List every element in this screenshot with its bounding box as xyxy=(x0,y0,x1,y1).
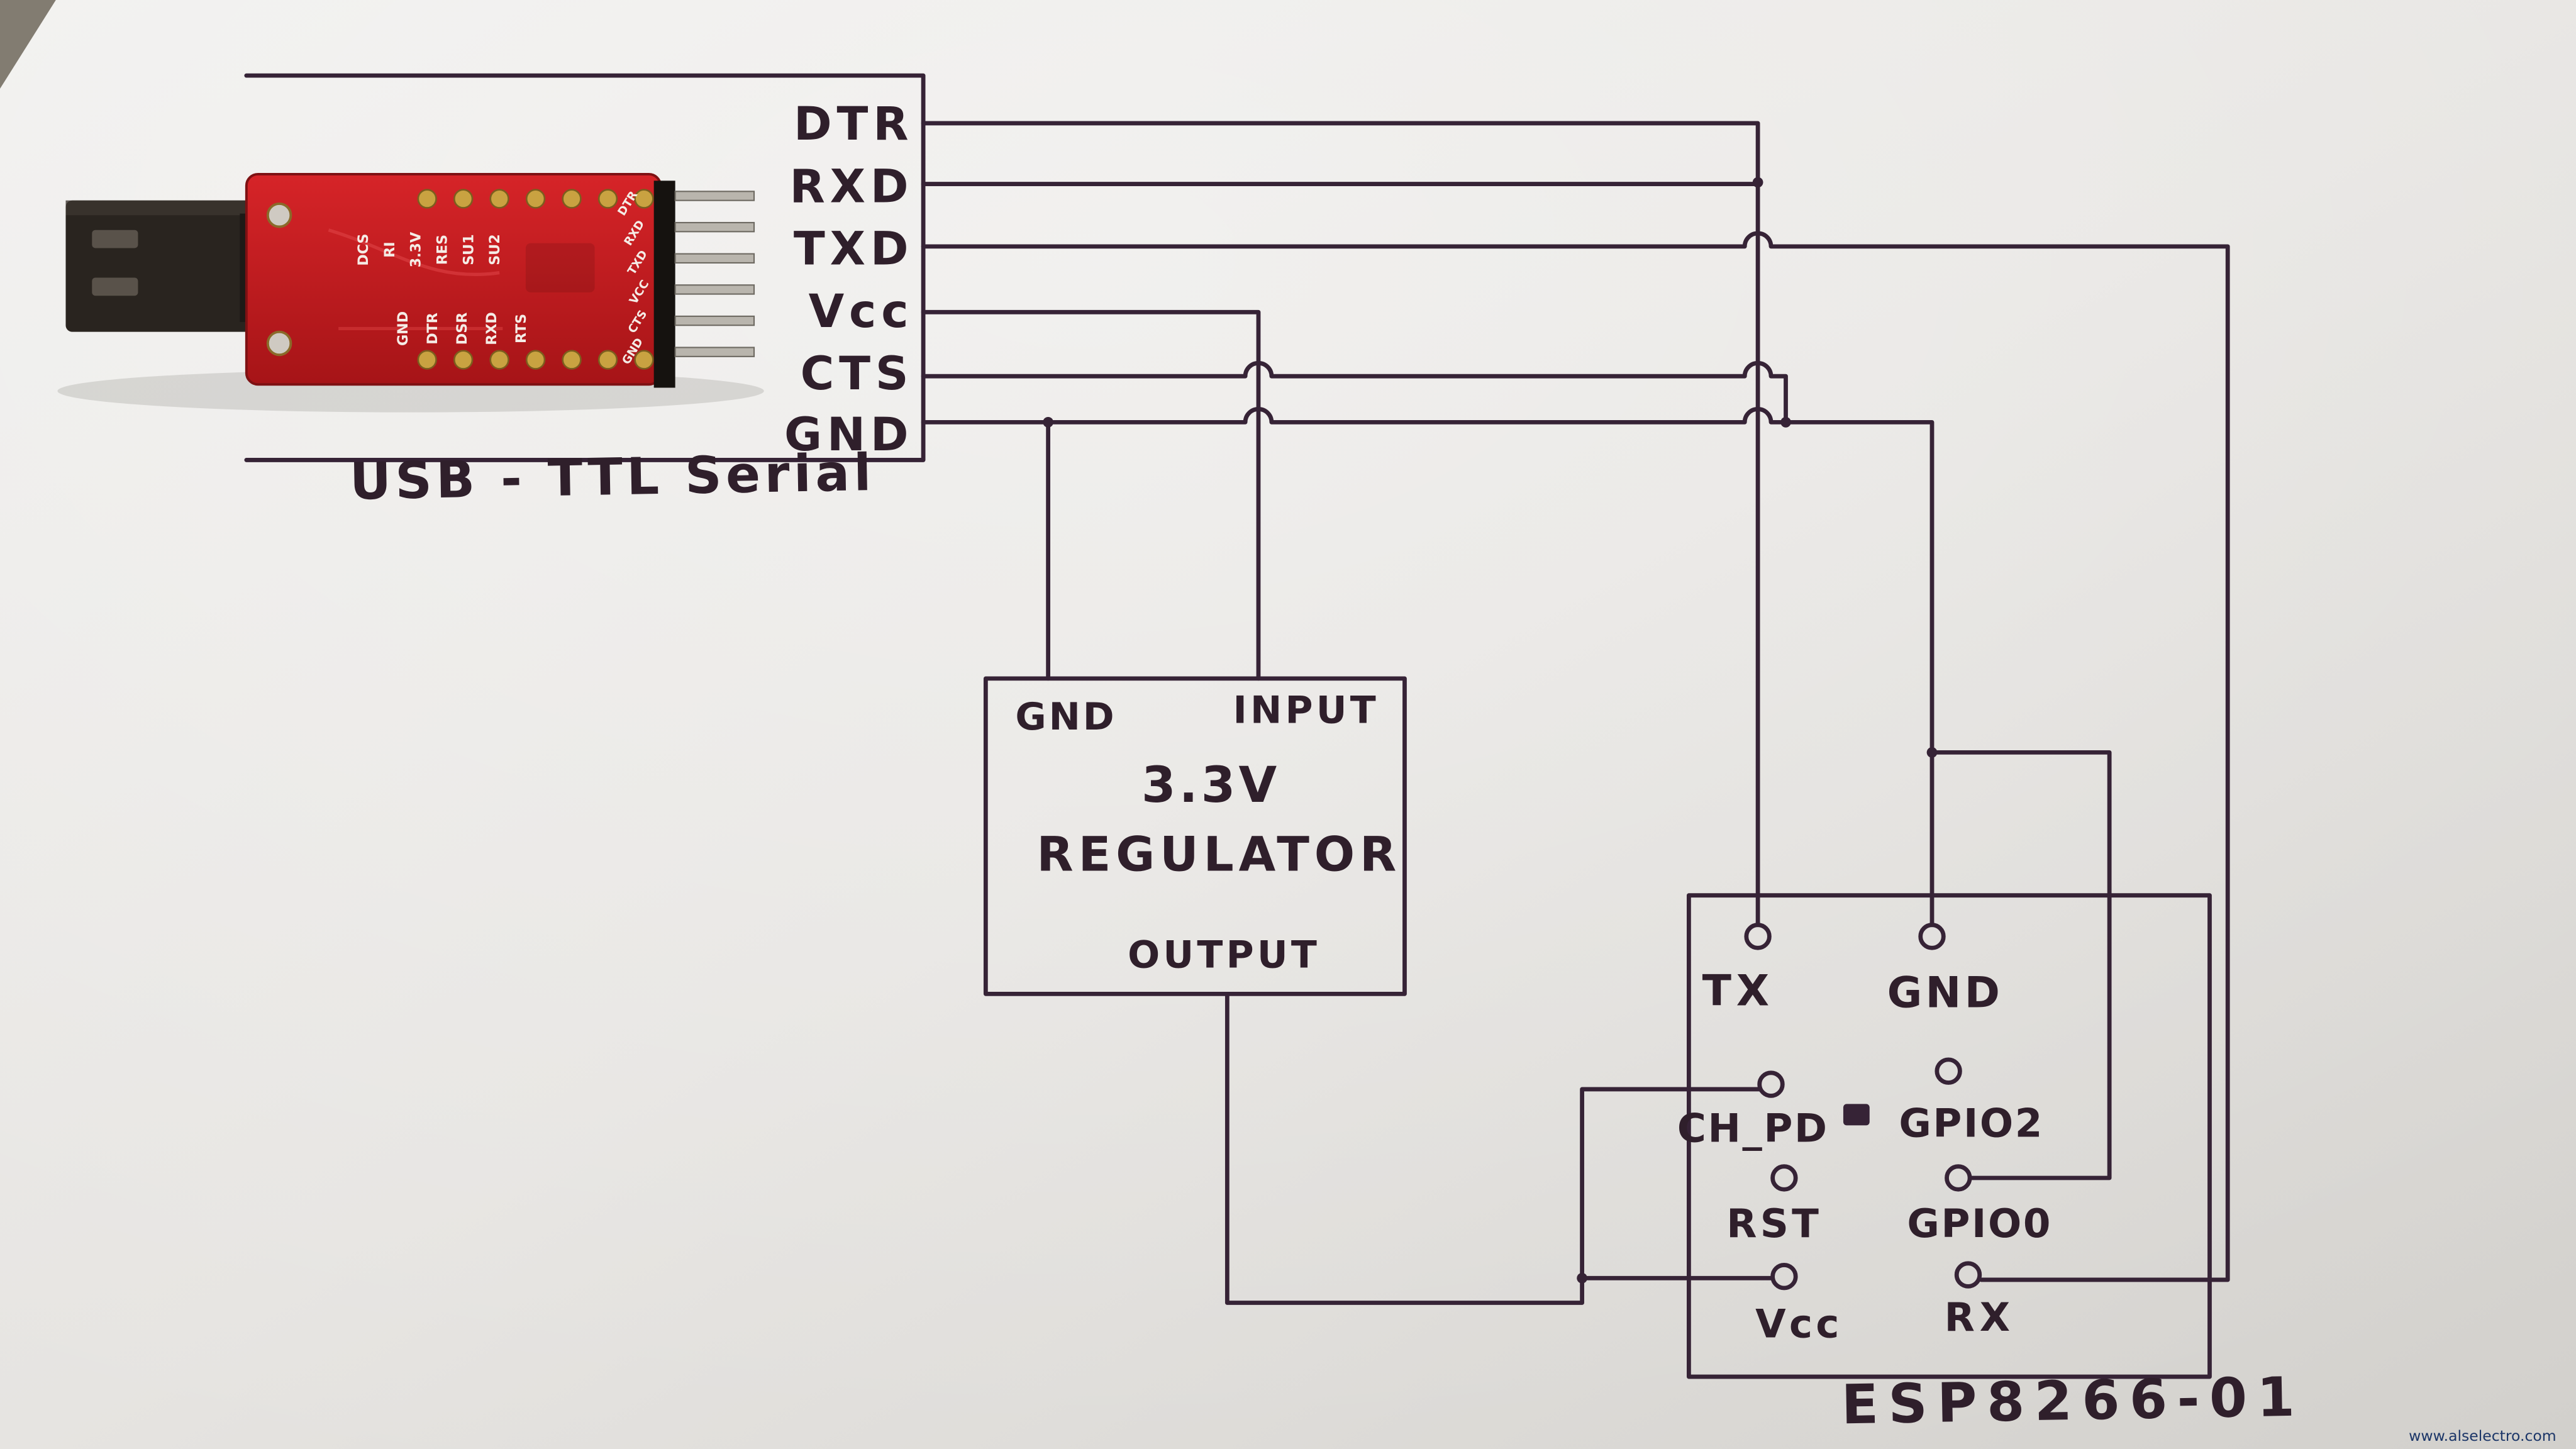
silkscreen-label: DSR xyxy=(454,313,470,345)
junction-dot xyxy=(1577,1272,1587,1284)
usb-ttl-module: DCS RI 3.3V RES SU1 SU2 GND DTR DSR RXD … xyxy=(57,172,764,413)
esp-chpd-pin xyxy=(1757,1070,1785,1098)
esp8266-caption: ESP8266-01 xyxy=(1841,1366,2305,1437)
wiring xyxy=(244,73,2230,1305)
esp-tx-pin xyxy=(1744,923,1772,950)
junction-dot xyxy=(1752,177,1763,188)
solder-pad xyxy=(489,189,509,209)
esp-gpio2-pin xyxy=(1935,1057,1962,1085)
usb-plug xyxy=(65,200,253,332)
silkscreen-label: RTS xyxy=(513,314,530,343)
esp-vcc-label: Vcc xyxy=(1755,1301,1843,1346)
regulator-input-label: INPUT xyxy=(1233,688,1379,732)
esp-chpd-label: CH_PD xyxy=(1677,1106,1829,1152)
esp-gnd-label: GND xyxy=(1887,968,2004,1018)
photo-corner-shadow xyxy=(0,0,56,89)
pad-row-bottom xyxy=(417,350,654,370)
esp-rst-label: RST xyxy=(1726,1201,1822,1246)
esp-vcc-pin xyxy=(1770,1263,1798,1291)
pcb-component xyxy=(525,243,595,292)
ink-blob xyxy=(1843,1104,1870,1126)
pin-label-gnd: GND xyxy=(784,408,913,462)
junction-dot xyxy=(1043,416,1053,428)
header-pin xyxy=(674,315,755,326)
solder-pad xyxy=(525,350,546,370)
usb-ttl-pin-labels: DTR RXD TXD Vcc CTS GND USB - TTL Serial xyxy=(349,97,914,512)
pin-label-txd: TXD xyxy=(794,223,913,276)
esp8266-block: TX GND CH_PD GPIO2 RST GPIO0 Vcc RX ESP8… xyxy=(1677,893,2305,1437)
esp-tx-label: TX xyxy=(1702,967,1774,1016)
solder-pad xyxy=(562,189,582,209)
silkscreen-label: RXD xyxy=(484,312,500,345)
header-pin xyxy=(674,191,755,201)
solder-pad xyxy=(453,350,474,370)
usb-ttl-caption: USB - TTL Serial xyxy=(349,443,875,512)
solder-pad xyxy=(266,202,292,228)
solder-pad xyxy=(453,189,474,209)
pin-label-vcc: Vcc xyxy=(809,285,914,338)
silkscreen-label: GND xyxy=(395,311,411,346)
solder-pad xyxy=(525,189,546,209)
solder-pad xyxy=(562,350,582,370)
silkscreen-label: SU2 xyxy=(487,234,503,265)
pad-row-top xyxy=(417,189,654,209)
header-pin xyxy=(674,253,755,264)
pcb-trace xyxy=(328,228,500,277)
esp-rx-pin xyxy=(1954,1261,1982,1289)
dtr-wire xyxy=(921,121,1760,182)
cts-wire xyxy=(921,360,1788,423)
esp-rst-pin xyxy=(1770,1164,1798,1192)
pin-label-dtr: DTR xyxy=(794,97,913,151)
solder-pad xyxy=(417,350,437,370)
header-pin xyxy=(674,284,755,295)
vcc-to-regulator-input-wire xyxy=(921,309,1261,681)
pin-rail-outline xyxy=(244,73,926,462)
usb-plug-highlight xyxy=(65,200,253,216)
solder-pad xyxy=(417,189,437,209)
header-pins xyxy=(674,191,755,357)
gnd-wire xyxy=(921,407,1935,928)
silkscreen-label: RES xyxy=(435,235,451,265)
esp-gnd-pin xyxy=(1918,923,1946,950)
junction-dot xyxy=(1780,416,1791,428)
esp-gpio2-label: GPIO2 xyxy=(1899,1101,2044,1146)
esp-rx-label: RX xyxy=(1945,1294,2015,1340)
silkscreen-label: RI xyxy=(382,242,398,257)
regulator-name-line1: 3.3V xyxy=(1141,757,1280,814)
solder-pad xyxy=(266,330,292,357)
solder-pad xyxy=(634,189,654,209)
solder-pad xyxy=(634,350,654,370)
esp8266-outline xyxy=(1686,893,2212,1379)
silkscreen-label: SU1 xyxy=(460,234,477,265)
esp-gpio0-label: GPIO0 xyxy=(1907,1201,2052,1246)
regulator-block: GND INPUT 3.3V REGULATOR OUTPUT xyxy=(983,676,1407,996)
silkscreen-label: DCS xyxy=(355,234,372,266)
pcb-board xyxy=(245,172,662,386)
solder-pad xyxy=(597,350,618,370)
regulator-name-line2: REGULATOR xyxy=(1036,826,1401,882)
regulator-output-to-chpd-wire xyxy=(1224,992,1762,1305)
usb-plug-slot xyxy=(92,277,138,296)
pin-header-base xyxy=(653,180,675,388)
esp-gpio0-pin xyxy=(1945,1164,1972,1192)
solder-pad xyxy=(597,189,618,209)
pin-label-rxd: RXD xyxy=(790,160,914,213)
silkscreen-label: 3.3V xyxy=(408,231,425,267)
regulator-output-label: OUTPUT xyxy=(1128,933,1320,977)
gpio0-to-gnd-wire xyxy=(1929,750,2112,1180)
usb-plug-slot xyxy=(92,230,138,248)
txd-to-rx-wire xyxy=(921,231,2230,1282)
silkscreen-label: DTR xyxy=(425,313,441,345)
junction-dot xyxy=(1926,747,1938,758)
header-pin xyxy=(674,221,755,233)
header-pin xyxy=(674,347,755,357)
regulator-outline xyxy=(983,676,1407,996)
solder-pad xyxy=(489,350,509,370)
watermark: www.alselectro.com xyxy=(2409,1427,2557,1445)
pin-label-cts: CTS xyxy=(801,347,914,401)
regulator-gnd-label: GND xyxy=(1015,695,1116,739)
